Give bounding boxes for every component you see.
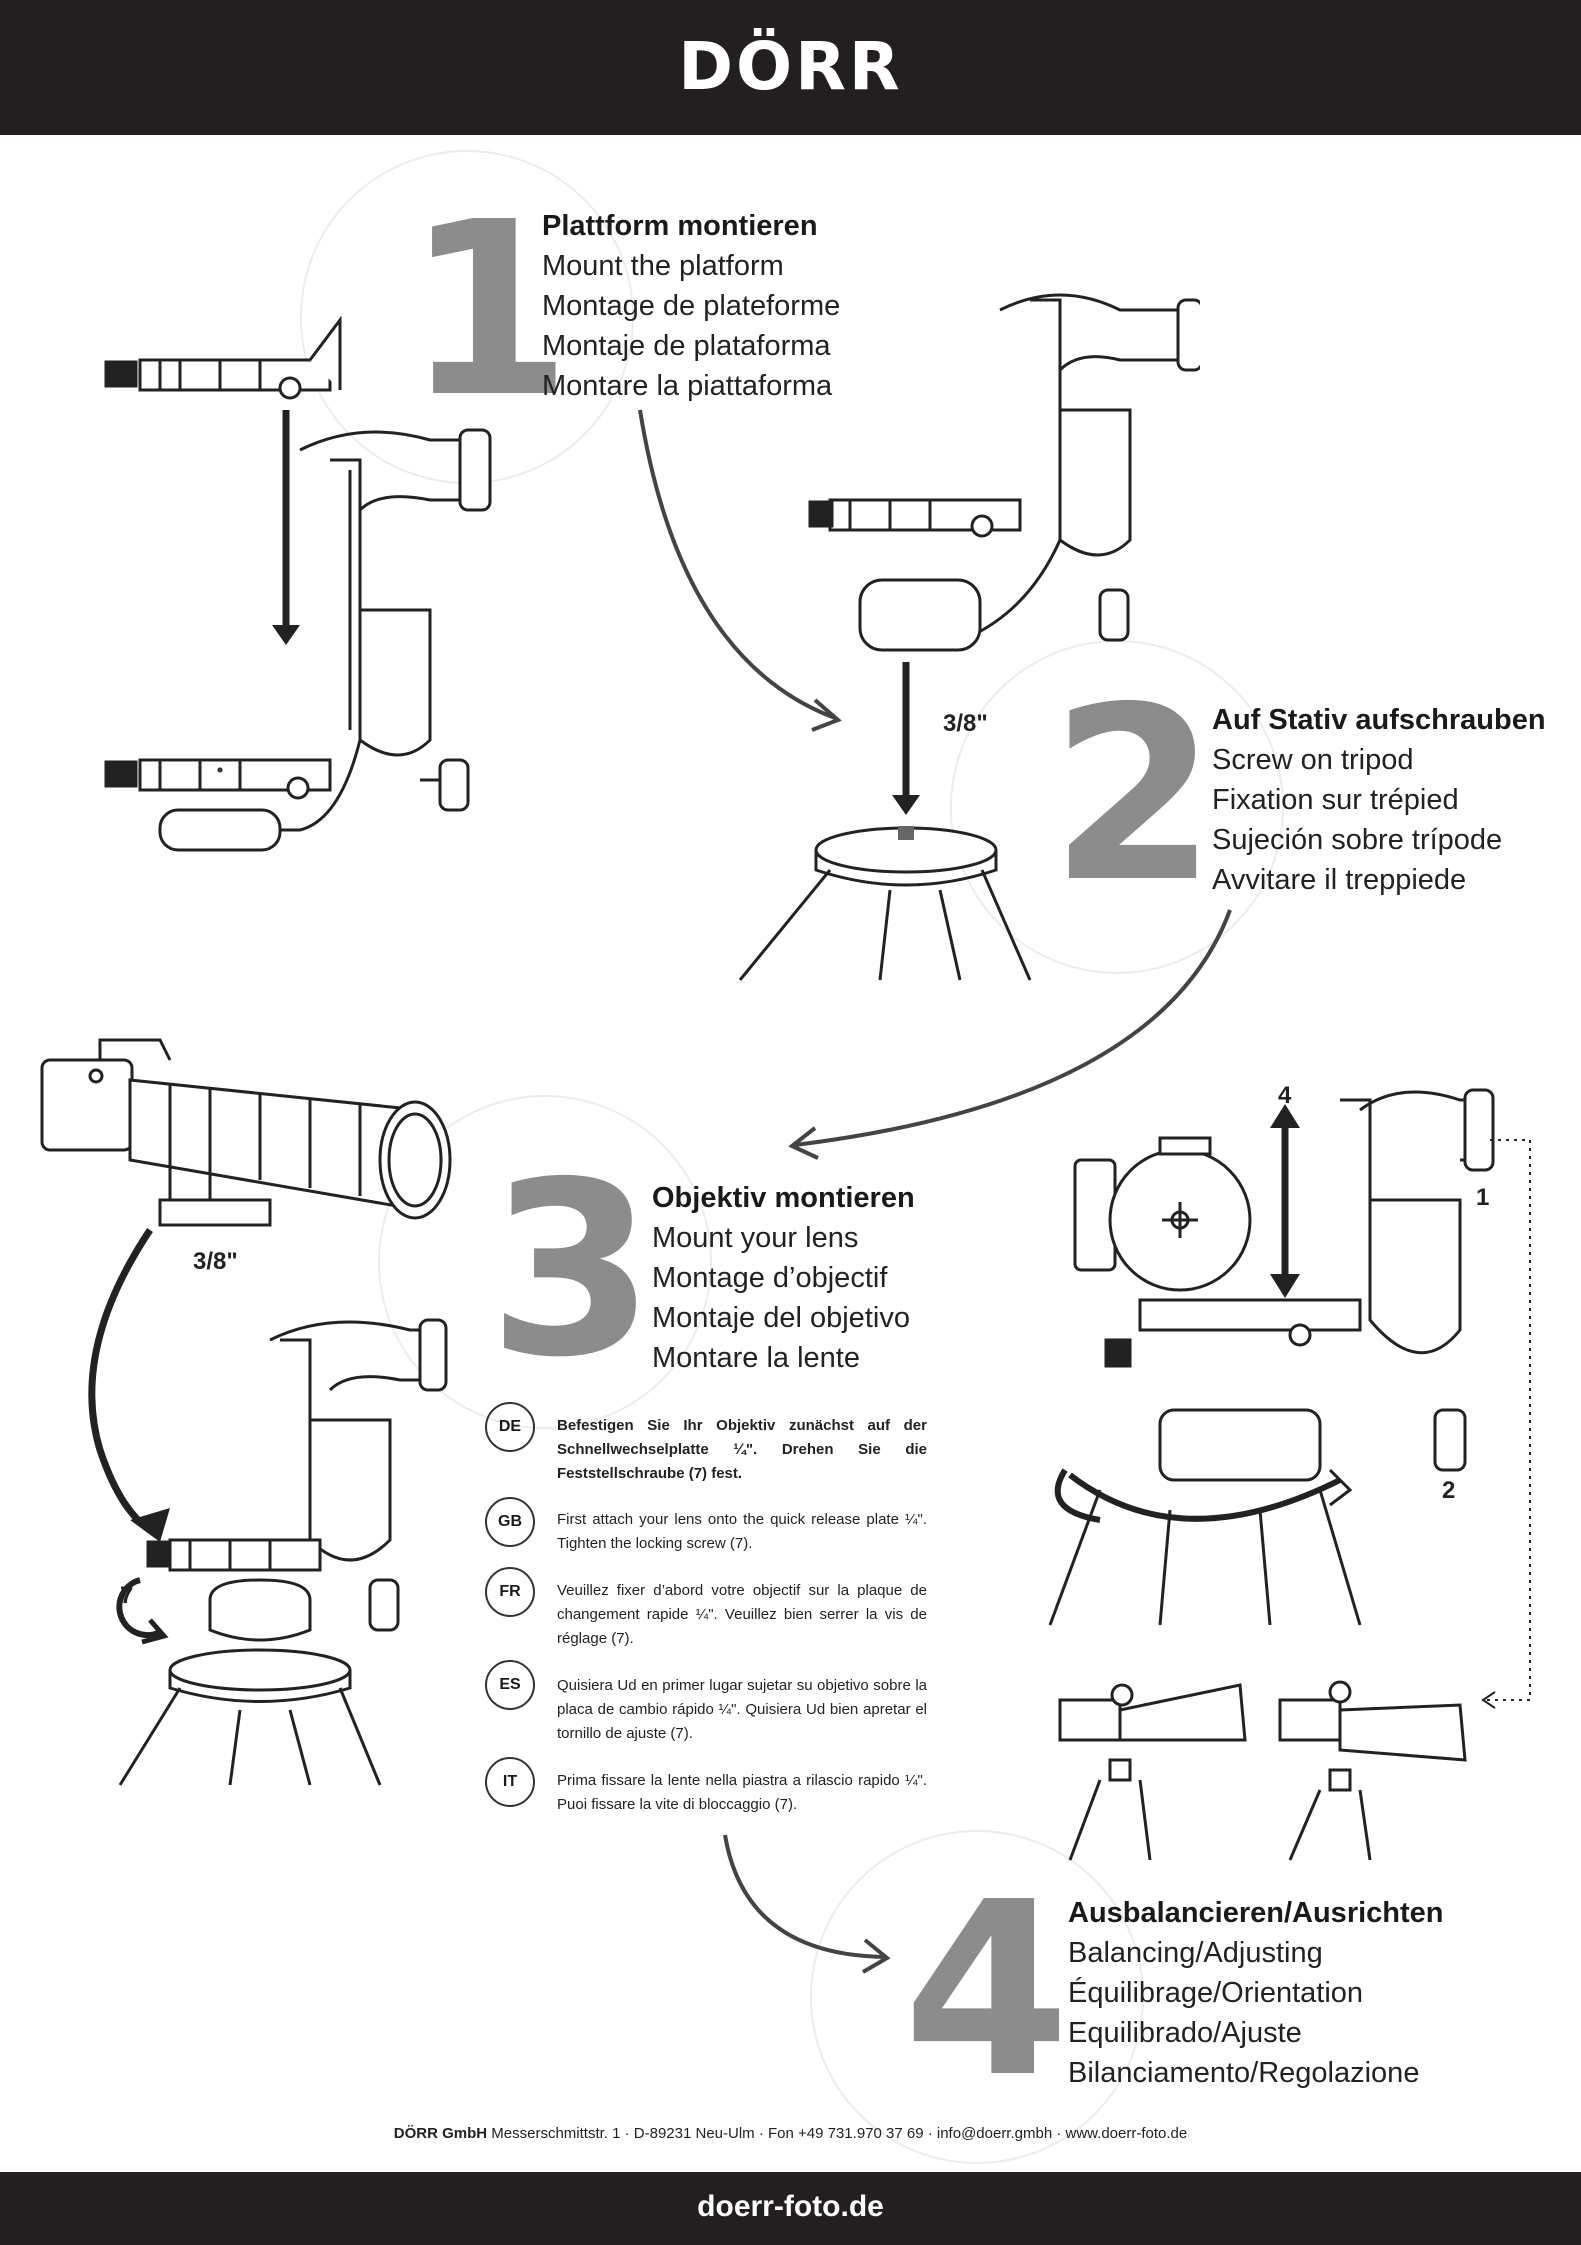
gimbal-head [104,428,492,852]
footer-company: DÖRR GmbH [393,2125,488,2142]
lang-badge-fr: FR [485,1567,535,1617]
step-2-line-es: Sujeción sobre trípode [1212,824,1503,856]
lang-badge-it: IT [485,1757,535,1807]
step-3-line-es: Montaje del objetivo [652,1302,910,1334]
step-2-illustration [738,293,1200,981]
step-3-circle [378,1095,712,1429]
arrow-step-2-to-3 [788,909,1232,1160]
footer-details: Messerschmittstr. 1 · D-89231 Neu-Ulm · … [491,2125,1188,2142]
brand-logo: DÖRR [678,28,903,105]
step-3-number: 3 [488,1130,655,1410]
step-1-number: 1 [405,170,572,450]
step-2-title: Auf Stativ aufschrauben [1212,704,1546,736]
screw-7-label: 7 [120,1582,134,1609]
callout-2: 2 [1442,1477,1456,1504]
lang-badge-es: ES [485,1660,535,1710]
step-4-text: Ausbalancieren/Ausrichten Balancing/Adju… [1068,1893,1444,2093]
step-4-illustration [1048,1088,1531,1861]
step-3-illustration [40,1038,452,1786]
step-1-illustration [104,315,492,852]
step-4-line-fr: Équilibrage/Orientation [1068,1977,1364,2009]
header-bar [0,0,1581,135]
platform-upper [104,315,342,400]
instruction-fr: Veuillez fixer d’abord votre objectif su… [557,1582,927,1647]
bottom-bar [0,2172,1581,2245]
step-2-number: 2 [1050,655,1217,935]
callout-4: 4 [1278,1082,1292,1109]
step-1-line-es: Montaje de plataforma [542,330,831,362]
step-1-line-it: Montare la piattaforma [542,370,833,402]
step-2-text: Auf Stativ aufschrauben Screw on tripod … [1212,700,1546,900]
step-4-line-it: Bilanciamento/Regolazione [1068,2057,1420,2089]
step-2-line-it: Avvitare il treppiede [1212,864,1467,896]
step-4-line-en: Balancing/Adjusting [1068,1937,1323,1969]
balance-example-right [1278,1680,1467,1861]
step-3-line-it: Montare la lente [652,1342,860,1374]
step-4-number: 4 [903,1850,1070,2130]
step-4-title: Ausbalancieren/Ausrichten [1068,1897,1444,1929]
instruction-gb: First attach your lens onto the quick re… [557,1511,927,1552]
arrow-step-3-to-4 [723,1834,891,1974]
lang-badge-de: DE [485,1402,535,1452]
arrow-step-1-to-2 [638,409,842,732]
footer-address: DÖRR GmbH Messerschmittstr. 1 · D-89231 … [0,2125,1581,2142]
step-1-title: Plattform montieren [542,210,818,242]
step-1-text: Plattform montieren Mount the platform M… [542,206,840,406]
step-4-circle [810,1830,1144,2164]
website-link[interactable]: doerr-foto.de [697,2190,884,2223]
step-3-line-en: Mount your lens [652,1222,859,1254]
step-2-line-fr: Fixation sur trépied [1212,784,1459,816]
step-3-title: Objektiv montieren [652,1182,915,1214]
step-3-thread-label: 3/8" [193,1248,238,1275]
step-3-text: Objektiv montieren Mount your lens Monta… [652,1178,915,1378]
step-3-line-fr: Montage d’objectif [652,1262,888,1294]
balance-example-left [1058,1683,1247,1861]
lang-badge-gb: GB [485,1497,535,1547]
instruction-de: Befestigen Sie Ihr Objektiv zunächst auf… [557,1417,927,1482]
instruction-it: Prima fissare la lente nella piastra a r… [557,1772,927,1813]
step-2-thread-label: 3/8" [943,710,988,737]
instruction-es: Quisiera Ud en primer lugar sujetar su o… [557,1677,927,1742]
step-4-line-es: Equilibrado/Ajuste [1068,2017,1302,2049]
callout-1: 1 [1476,1184,1490,1211]
step-1-line-en: Mount the platform [542,250,784,282]
step-1-line-fr: Montage de plateforme [542,290,841,322]
step-2-line-en: Screw on tripod [1212,744,1414,776]
